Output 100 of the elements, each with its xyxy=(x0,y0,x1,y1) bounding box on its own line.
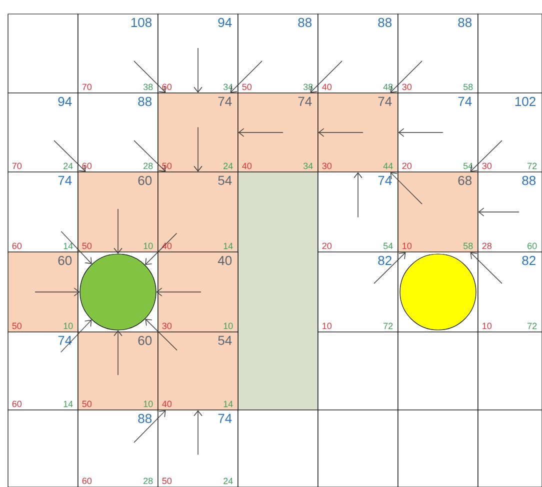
grid-cell xyxy=(78,332,158,410)
g-score: 70 xyxy=(12,162,22,170)
grid-cell xyxy=(478,332,542,410)
grid-cell xyxy=(318,92,398,172)
f-score: 54 xyxy=(218,336,232,345)
grid-cell xyxy=(158,332,238,410)
grid-cell xyxy=(478,172,542,252)
f-score: 82 xyxy=(378,256,392,266)
arrow xyxy=(470,140,502,172)
g-score: 60 xyxy=(12,400,22,408)
g-score: 28 xyxy=(482,242,492,250)
h-score: 14 xyxy=(224,242,233,250)
h-score: 72 xyxy=(528,322,537,330)
g-score: 10 xyxy=(482,322,492,330)
arrow xyxy=(390,60,422,93)
f-score: 60 xyxy=(138,336,152,346)
arrow xyxy=(354,172,362,218)
g-score: 50 xyxy=(242,84,252,90)
arrow xyxy=(318,128,364,137)
grid-cell xyxy=(478,252,542,332)
wall-block xyxy=(238,172,318,410)
g-score: 70 xyxy=(82,84,92,90)
g-score: 60 xyxy=(162,84,172,90)
f-score: 88 xyxy=(138,414,152,424)
grid-cell xyxy=(318,14,398,94)
f-score: 74 xyxy=(218,96,232,106)
grid-cell xyxy=(8,252,78,332)
h-score: 10 xyxy=(64,322,73,330)
arrow xyxy=(374,252,406,284)
h-score: 38 xyxy=(143,84,153,90)
arrow xyxy=(390,172,422,204)
arrow xyxy=(60,320,92,353)
f-score: 88 xyxy=(458,18,472,28)
g-score: 50 xyxy=(162,478,172,484)
grid-cell xyxy=(158,410,238,487)
h-score: 44 xyxy=(383,162,393,170)
h-score: 10 xyxy=(144,242,153,250)
h-score: 48 xyxy=(383,84,393,90)
g-score: 10 xyxy=(322,322,332,330)
g-score: 60 xyxy=(82,478,92,484)
arrow xyxy=(145,318,178,351)
grid-cell xyxy=(398,92,478,172)
g-score: 50 xyxy=(82,242,92,250)
grid-cell xyxy=(78,410,158,487)
h-score: 14 xyxy=(64,400,73,408)
grid-cell xyxy=(398,332,478,410)
f-score: 40 xyxy=(218,256,232,266)
g-score: 60 xyxy=(12,242,22,250)
h-score: 24 xyxy=(64,162,73,170)
h-score: 10 xyxy=(224,322,233,330)
h-score: 28 xyxy=(144,478,153,484)
grid-cell xyxy=(398,172,478,252)
h-score: 60 xyxy=(528,242,537,250)
grid-cell xyxy=(78,14,158,94)
marker-circle xyxy=(400,254,476,330)
f-score: 74 xyxy=(458,96,472,106)
g-score: 60 xyxy=(82,162,92,170)
h-score: 14 xyxy=(224,400,233,408)
f-score: 108 xyxy=(131,18,152,28)
grid-cell xyxy=(158,172,238,252)
h-score: 72 xyxy=(528,162,537,170)
f-score: 54 xyxy=(218,176,232,185)
h-score: 58 xyxy=(463,242,473,250)
grid-cell xyxy=(318,410,398,487)
grid-cell xyxy=(78,92,158,172)
grid-cell xyxy=(158,92,238,172)
f-score: 88 xyxy=(522,176,536,186)
arrow xyxy=(134,140,166,172)
grid-cell xyxy=(8,172,78,252)
f-score: 60 xyxy=(58,256,72,266)
arrow xyxy=(238,128,284,137)
f-score: 74 xyxy=(298,96,312,106)
arrow xyxy=(398,128,444,137)
grid-cell xyxy=(8,410,78,487)
g-score: 30 xyxy=(482,162,492,170)
arrow xyxy=(60,231,92,264)
grid-cell xyxy=(238,14,318,94)
grid-cell xyxy=(238,410,318,487)
arrow xyxy=(194,48,202,93)
f-score: 74 xyxy=(378,96,392,106)
g-score: 30 xyxy=(322,162,332,170)
h-score: 28 xyxy=(144,162,153,170)
g-score: 40 xyxy=(322,84,332,90)
f-score: 88 xyxy=(378,18,392,28)
f-score: 102 xyxy=(515,96,536,106)
arrow xyxy=(114,330,122,376)
grid-cell xyxy=(78,172,158,252)
f-score: 68 xyxy=(458,176,472,186)
h-score: 54 xyxy=(383,242,393,250)
arrow xyxy=(134,410,166,443)
f-score: 60 xyxy=(138,176,152,186)
grid-cell xyxy=(478,92,542,172)
f-score: 88 xyxy=(298,18,312,28)
g-score: 10 xyxy=(402,242,412,250)
arrow xyxy=(114,208,122,254)
grid-cell xyxy=(398,14,478,94)
g-score: 30 xyxy=(162,322,172,330)
g-score: 50 xyxy=(162,162,172,170)
g-score: 30 xyxy=(402,84,412,90)
grid-cell xyxy=(478,14,542,94)
